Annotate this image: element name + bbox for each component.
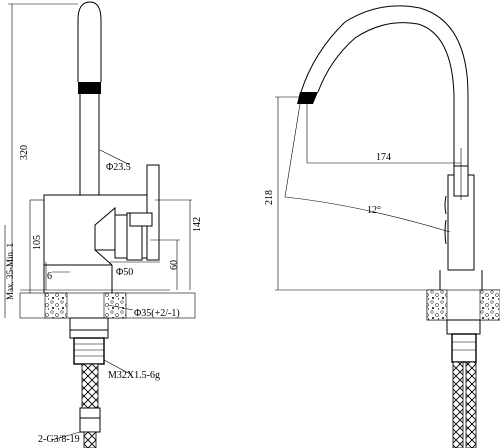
right-hoses <box>452 361 477 448</box>
label-hole-diameter: Φ35(+2/-1) <box>134 308 180 319</box>
label-base-height: 60 <box>169 260 180 270</box>
label-thread: M32X1.5-6g <box>108 370 160 381</box>
left-thread-shank <box>69 317 109 365</box>
left-spout <box>77 1 102 195</box>
label-body-height: 105 <box>32 235 43 250</box>
label-swivel-angle: 12° <box>367 205 381 216</box>
left-hose <box>79 363 101 448</box>
label-max-min: Max. 35-Min. 1 <box>5 243 15 300</box>
left-body <box>43 194 151 293</box>
right-countertop <box>426 289 500 321</box>
left-countertop <box>19 289 196 319</box>
right-spout <box>297 5 469 175</box>
right-view: 174 218 12° <box>264 5 500 448</box>
label-handle-height: 142 <box>192 217 203 232</box>
left-handle <box>114 164 160 261</box>
label-offset: 6 <box>47 271 52 282</box>
label-spout-diameter: Φ23.5 <box>106 162 131 173</box>
left-dimension-lines <box>4 3 192 441</box>
label-reach: 174 <box>376 152 391 163</box>
label-spout-height: 218 <box>264 190 275 205</box>
right-thread-shank <box>446 319 481 363</box>
label-height-total: 320 <box>19 145 30 160</box>
label-hose-thread: 2-G3/8-19 <box>38 434 80 445</box>
right-labels: 174 218 12° <box>264 152 391 216</box>
left-view: 320 Φ23.5 Max. 35-Min. 1 105 6 142 60 Φ5… <box>4 1 203 448</box>
left-labels: 320 Φ23.5 Max. 35-Min. 1 105 6 142 60 Φ5… <box>5 145 203 445</box>
label-base-diameter: Φ50 <box>116 267 133 278</box>
right-dimension-lines <box>275 96 462 291</box>
